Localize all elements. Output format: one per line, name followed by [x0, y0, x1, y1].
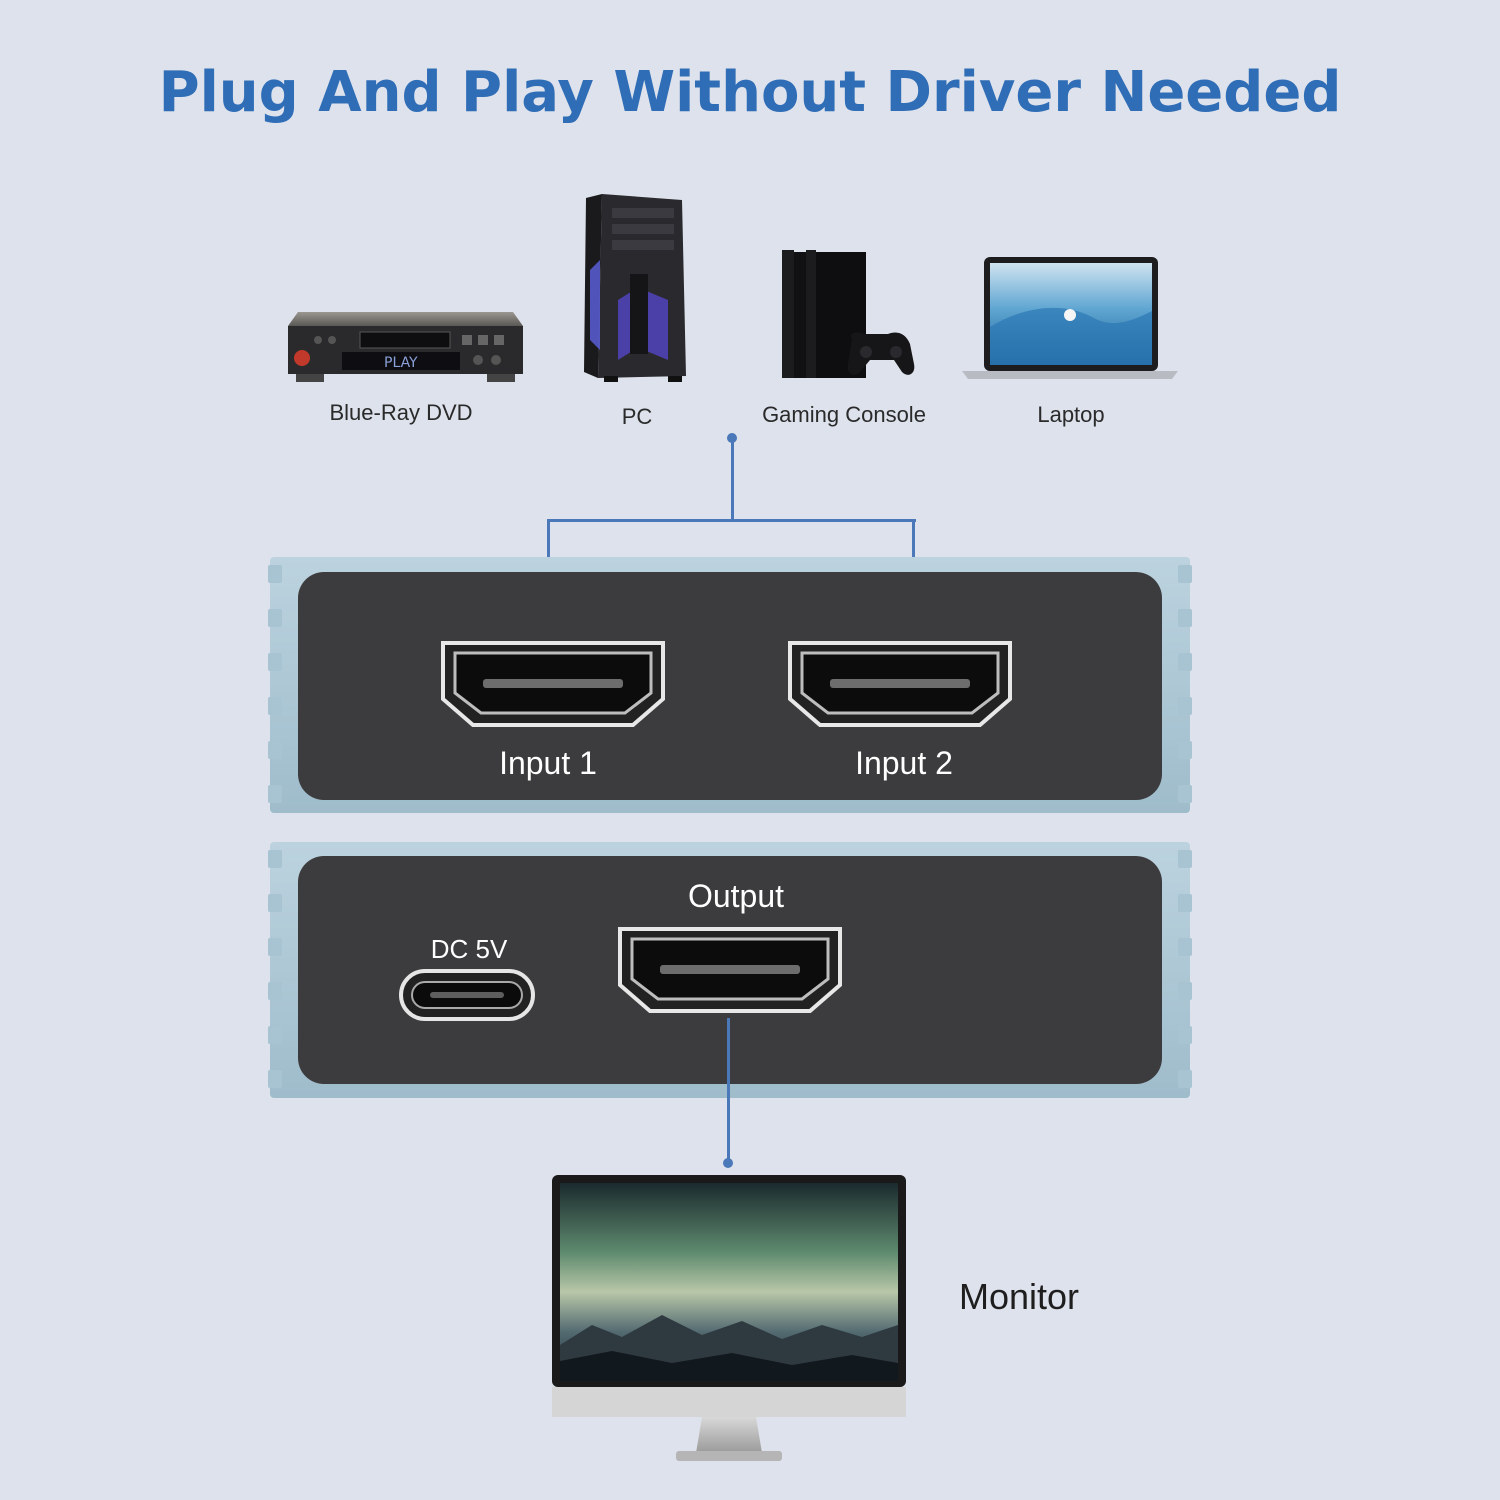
- hdmi-port-icon: [784, 639, 1016, 731]
- monitor-icon: [552, 1175, 906, 1463]
- output-label: Output: [687, 878, 785, 914]
- connector-line: [727, 1018, 730, 1163]
- connector-line: [731, 438, 734, 522]
- monitor-label: Monitor: [959, 1276, 1080, 1317]
- bluray-display-text: PLAY: [384, 355, 418, 371]
- source-label-laptop: Laptop: [1037, 402, 1105, 427]
- pc-tower-icon: [582, 190, 688, 382]
- hdmi-port-icon: [614, 925, 846, 1017]
- power-label: DC 5V: [430, 934, 508, 964]
- source-label-pc: PC: [621, 404, 653, 429]
- hdmi-port-icon: [437, 639, 669, 731]
- usb-c-port-icon: [398, 968, 536, 1022]
- bluray-player-icon: PLAY: [288, 312, 523, 384]
- input-2-label: Input 2: [855, 745, 953, 781]
- connector-dot-bottom: [723, 1158, 733, 1168]
- source-label-console: Gaming Console: [762, 402, 926, 427]
- game-console-icon: [778, 248, 916, 382]
- connector-line: [547, 519, 916, 522]
- source-label-bluray: Blue-Ray DVD: [329, 400, 473, 425]
- laptop-icon: [962, 257, 1178, 381]
- input-1-label: Input 1: [499, 745, 597, 781]
- page-title: Plug And Play Without Driver Needed: [158, 60, 1342, 125]
